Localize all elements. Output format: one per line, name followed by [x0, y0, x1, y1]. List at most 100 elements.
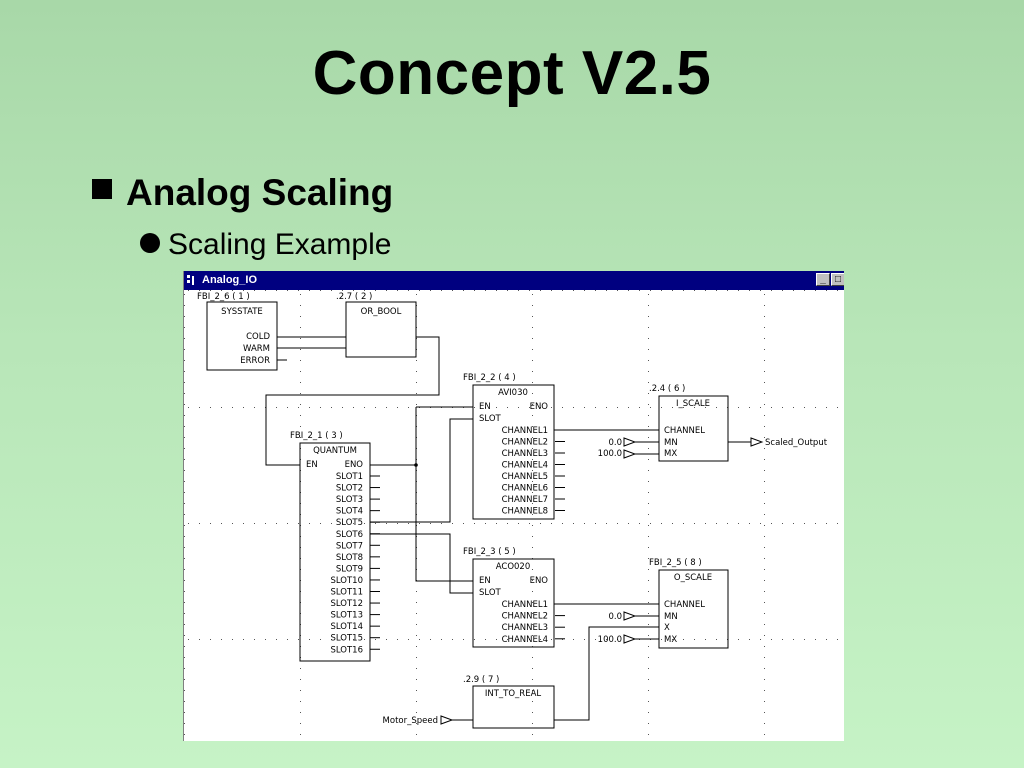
i-scale-tag: .2.4 ( 6 ) — [649, 384, 685, 394]
minimize-button[interactable]: _ — [816, 273, 830, 286]
i-scale-mx-arrow-icon — [623, 449, 637, 459]
quantum-slot-16: SLOT16 — [330, 645, 363, 655]
block-or-bool[interactable]: .2.7 ( 2 ) OR_BOOL — [336, 292, 417, 358]
quantum-slot-10: SLOT10 — [330, 576, 363, 586]
i-scale-name: I_SCALE — [676, 399, 710, 409]
avi030-channel-6: CHANNEL6 — [502, 484, 548, 494]
o-scale-mn-arrow-icon — [623, 611, 637, 621]
avi030-en: EN — [479, 402, 491, 412]
aco020-tag: FBI_2_3 ( 5 ) — [463, 547, 516, 557]
quantum-slot-1: SLOT1 — [336, 472, 363, 482]
i-scale-in-channel: CHANNEL — [664, 426, 705, 436]
avi030-eno: ENO — [530, 402, 549, 412]
o-scale-in-mx: MX — [664, 635, 677, 645]
connection-wires — [265, 336, 751, 721]
o-scale-mx-value: 100.0 — [598, 635, 622, 645]
window-app-icon — [187, 275, 194, 285]
or-bool-name: OR_BOOL — [361, 307, 402, 317]
block-quantum[interactable]: FBI_2_1 ( 3 ) QUANTUM EN ENO SLOT1SLOT2S… — [290, 431, 380, 662]
avi030-tag: FBI_2_2 ( 4 ) — [463, 373, 516, 383]
sysstate-out-warm: WARM — [243, 344, 270, 354]
quantum-slot-4: SLOT4 — [336, 507, 363, 517]
o-scale-in-channel: CHANNEL — [664, 600, 705, 610]
sysstate-name: SYSSTATE — [221, 307, 263, 317]
restore-button[interactable]: □ — [831, 273, 844, 286]
o-scale-mn-value: 0.0 — [608, 612, 622, 622]
quantum-eno: ENO — [345, 460, 364, 470]
or-bool-tag: .2.7 ( 2 ) — [336, 292, 372, 302]
quantum-slot-2: SLOT2 — [336, 484, 363, 494]
bullet-scaling-example: Scaling Example — [140, 228, 391, 262]
quantum-slot-5: SLOT5 — [336, 518, 363, 528]
bullet-analog-scaling-text: Analog Scaling — [126, 172, 394, 213]
int-to-real-name: INT_TO_REAL — [485, 689, 542, 699]
quantum-slot-15: SLOT15 — [330, 634, 363, 644]
window-title: Analog_IO — [202, 274, 258, 286]
o-scale-in-x: X — [664, 623, 670, 633]
sysstate-out-error: ERROR — [240, 356, 270, 366]
quantum-slot-outputs: SLOT1SLOT2SLOT3SLOT4SLOT5SLOT6SLOT7SLOT8… — [330, 472, 380, 655]
avi030-channel-2: CHANNEL2 — [502, 438, 548, 448]
scaled-output-arrow-icon — [750, 437, 764, 447]
fbd-diagram-canvas[interactable]: FBI_2_6 ( 1 ) SYSSTATE COLD WARM ERROR .… — [184, 290, 844, 741]
slide-title: Concept V2.5 — [312, 39, 712, 108]
aco020-eno: ENO — [530, 576, 549, 586]
avi030-name: AVI030 — [498, 388, 528, 398]
block-int-to-real[interactable]: .2.9 ( 7 ) INT_TO_REAL Motor_Speed — [383, 675, 555, 729]
aco020-slot: SLOT — [479, 588, 502, 598]
bullet-scaling-example-text: Scaling Example — [168, 228, 392, 261]
aco020-en: EN — [479, 576, 491, 586]
block-sysstate[interactable]: FBI_2_6 ( 1 ) SYSSTATE COLD WARM ERROR — [197, 292, 287, 371]
quantum-tag: FBI_2_1 ( 3 ) — [290, 431, 343, 441]
wire-junction-dot — [414, 463, 418, 467]
i-scale-in-mx: MX — [664, 449, 677, 459]
avi030-channel-8: CHANNEL8 — [502, 507, 548, 517]
io-arrows — [440, 437, 764, 725]
int-to-real-tag: .2.9 ( 7 ) — [463, 675, 499, 685]
avi030-channel-3: CHANNEL3 — [502, 449, 548, 459]
aco020-channel-3: CHANNEL3 — [502, 623, 548, 633]
block-o-scale[interactable]: FBI_2_5 ( 8 ) O_SCALE CHANNEL MN X MX 0.… — [598, 558, 729, 649]
quantum-en: EN — [306, 460, 318, 470]
aco020-channel-2: CHANNEL2 — [502, 612, 548, 622]
o-scale-in-mn: MN — [664, 612, 678, 622]
quantum-slot-9: SLOT9 — [336, 564, 363, 574]
quantum-slot-7: SLOT7 — [336, 541, 363, 551]
square-bullet-icon — [92, 179, 112, 199]
quantum-slot-3: SLOT3 — [336, 495, 363, 505]
window-titlebar[interactable]: Analog_IO _ □ — [184, 271, 844, 290]
scaled-output-label: Scaled_Output — [765, 438, 828, 448]
avi030-channel-7: CHANNEL7 — [502, 495, 548, 505]
motor-speed-arrow-icon — [440, 715, 454, 725]
quantum-slot-8: SLOT8 — [336, 553, 363, 563]
i-scale-mn-arrow-icon — [623, 437, 637, 447]
motor-speed-label: Motor_Speed — [383, 716, 438, 726]
aco020-channel-4: CHANNEL4 — [502, 635, 548, 645]
quantum-slot-11: SLOT11 — [330, 588, 363, 598]
i-scale-mx-value: 100.0 — [598, 449, 622, 459]
avi030-channel-outputs: CHANNEL1CHANNEL2CHANNEL3CHANNEL4CHANNEL5… — [502, 426, 565, 517]
sysstate-out-cold: COLD — [246, 332, 270, 342]
block-i-scale[interactable]: .2.4 ( 6 ) I_SCALE CHANNEL MN MX 0.0 100… — [598, 384, 828, 462]
avi030-slot: SLOT — [479, 414, 502, 424]
block-avi030[interactable]: FBI_2_2 ( 4 ) AVI030 EN ENO SLOT CHANNEL… — [463, 373, 565, 520]
o-scale-mx-arrow-icon — [623, 634, 637, 644]
quantum-slot-6: SLOT6 — [336, 530, 363, 540]
quantum-name: QUANTUM — [313, 446, 357, 456]
avi030-channel-1: CHANNEL1 — [502, 426, 548, 436]
aco020-channel-1: CHANNEL1 — [502, 600, 548, 610]
i-scale-mn-value: 0.0 — [608, 438, 622, 448]
o-scale-name: O_SCALE — [674, 573, 712, 583]
block-aco020[interactable]: FBI_2_3 ( 5 ) ACO020 EN ENO SLOT CHANNEL… — [463, 547, 565, 648]
round-bullet-icon — [140, 233, 160, 253]
o-scale-tag: FBI_2_5 ( 8 ) — [649, 558, 702, 568]
i-scale-in-mn: MN — [664, 438, 678, 448]
avi030-channel-4: CHANNEL4 — [502, 461, 548, 471]
analog-io-window: Analog_IO _ □ FBI_2_6 ( 1 ) SYSSTATE COL… — [183, 271, 844, 741]
bullet-analog-scaling: Analog Scaling — [92, 172, 393, 214]
quantum-slot-14: SLOT14 — [330, 622, 363, 632]
quantum-slot-12: SLOT12 — [330, 599, 363, 609]
sysstate-tag: FBI_2_6 ( 1 ) — [197, 292, 250, 302]
quantum-slot-13: SLOT13 — [330, 611, 363, 621]
